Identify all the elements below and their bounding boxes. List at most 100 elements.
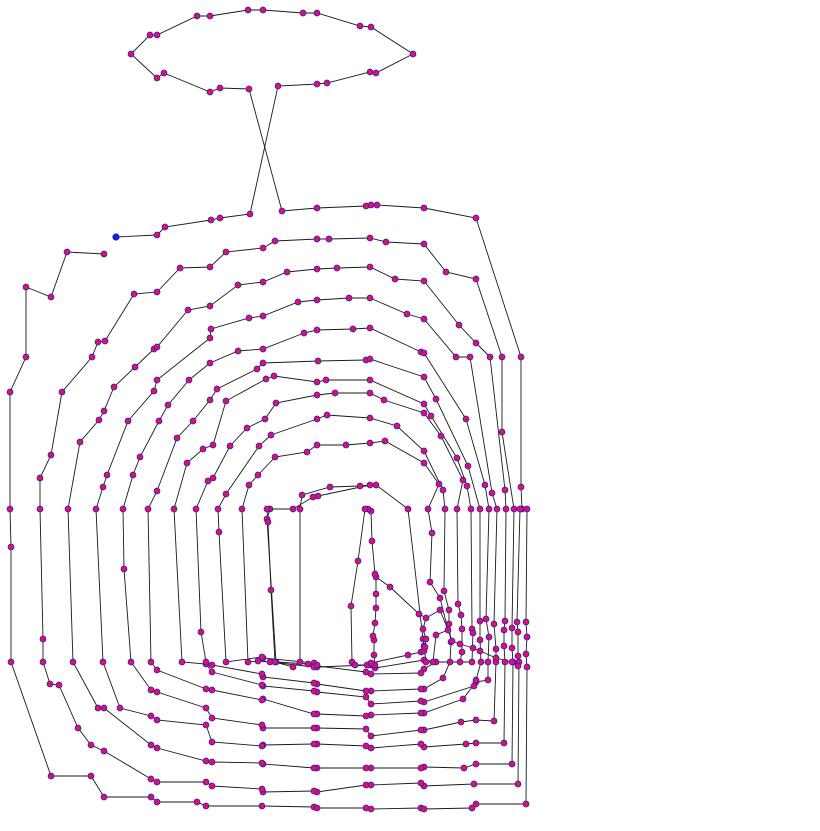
path-node (366, 389, 374, 397)
path-node (63, 248, 71, 256)
path-node (498, 353, 506, 361)
path-node (259, 244, 267, 252)
path-node (453, 454, 461, 462)
path-node (373, 201, 381, 209)
path-node (202, 802, 210, 810)
path-node (500, 626, 508, 634)
path-node (502, 505, 510, 513)
path-node (417, 685, 425, 693)
path-node (498, 428, 506, 436)
path-node (454, 600, 462, 608)
path-node (129, 471, 137, 479)
path-node (468, 804, 476, 812)
path-node (523, 633, 531, 641)
path-node (458, 625, 466, 633)
path-node (153, 231, 161, 239)
path-node (274, 82, 282, 90)
path-node (206, 302, 214, 310)
path-node (270, 372, 278, 380)
path-node (420, 373, 428, 381)
path-node (424, 505, 432, 513)
path-node (243, 424, 251, 432)
path-node (164, 401, 172, 409)
path-node (101, 337, 109, 345)
path-node (222, 248, 230, 256)
path-node (294, 298, 302, 306)
path-node (209, 474, 217, 482)
path-node (64, 505, 72, 513)
path-node (153, 778, 161, 786)
path-node (492, 645, 500, 653)
path-node (442, 268, 450, 276)
path-node (476, 636, 484, 644)
path-node (258, 721, 266, 729)
path-node (436, 594, 444, 602)
path-node (445, 606, 453, 614)
path-node (467, 505, 475, 513)
path-node (367, 23, 375, 31)
path-node (501, 486, 509, 494)
path-node (440, 587, 448, 595)
path-node (153, 487, 161, 495)
path-node (463, 482, 471, 490)
path-node (422, 658, 430, 666)
path-node (153, 744, 161, 752)
path-node (120, 565, 128, 573)
path-node (74, 724, 82, 732)
path-node (369, 632, 377, 640)
path-node (193, 12, 201, 20)
path-node (493, 505, 501, 513)
path-node (517, 353, 525, 361)
path-node (47, 772, 55, 780)
path-node (146, 31, 154, 39)
path-node (501, 658, 509, 666)
path-node (326, 483, 334, 491)
edge-polyline (248, 88, 528, 805)
path-node (314, 357, 322, 365)
path-node (428, 529, 436, 537)
path-node (323, 79, 331, 87)
path-node (367, 732, 375, 740)
path-node (409, 50, 417, 58)
path-node (354, 557, 362, 565)
path-node (87, 772, 95, 780)
path-node (420, 349, 428, 357)
path-node (367, 805, 375, 813)
path-node (386, 583, 394, 591)
path-node (508, 644, 516, 652)
path-node (445, 620, 453, 628)
path-node (209, 441, 217, 449)
path-node (313, 9, 321, 17)
path-node (36, 505, 44, 513)
path-node (259, 345, 267, 353)
path-node (185, 376, 193, 384)
path-node (356, 482, 364, 490)
path-node (310, 740, 318, 748)
path-node (366, 376, 374, 384)
path-node (208, 714, 216, 722)
path-node (472, 339, 480, 347)
path-node (362, 764, 370, 772)
path-node (124, 417, 132, 425)
path-node (22, 283, 30, 291)
path-node (391, 275, 399, 283)
path-node (88, 353, 96, 361)
path-node (477, 658, 485, 666)
path-node (202, 757, 210, 765)
path-node (486, 353, 494, 361)
path-node (208, 758, 216, 766)
path-node (208, 686, 216, 694)
path-node (87, 741, 95, 749)
path-node (309, 493, 317, 501)
path-node (55, 681, 63, 689)
path-node (69, 658, 77, 666)
path-node (472, 214, 480, 222)
path-node (147, 741, 155, 749)
path-node (46, 680, 54, 688)
path-node (362, 781, 370, 789)
path-node (258, 681, 266, 689)
path-node (422, 635, 430, 643)
path-node (206, 396, 214, 404)
path-node (366, 234, 374, 242)
